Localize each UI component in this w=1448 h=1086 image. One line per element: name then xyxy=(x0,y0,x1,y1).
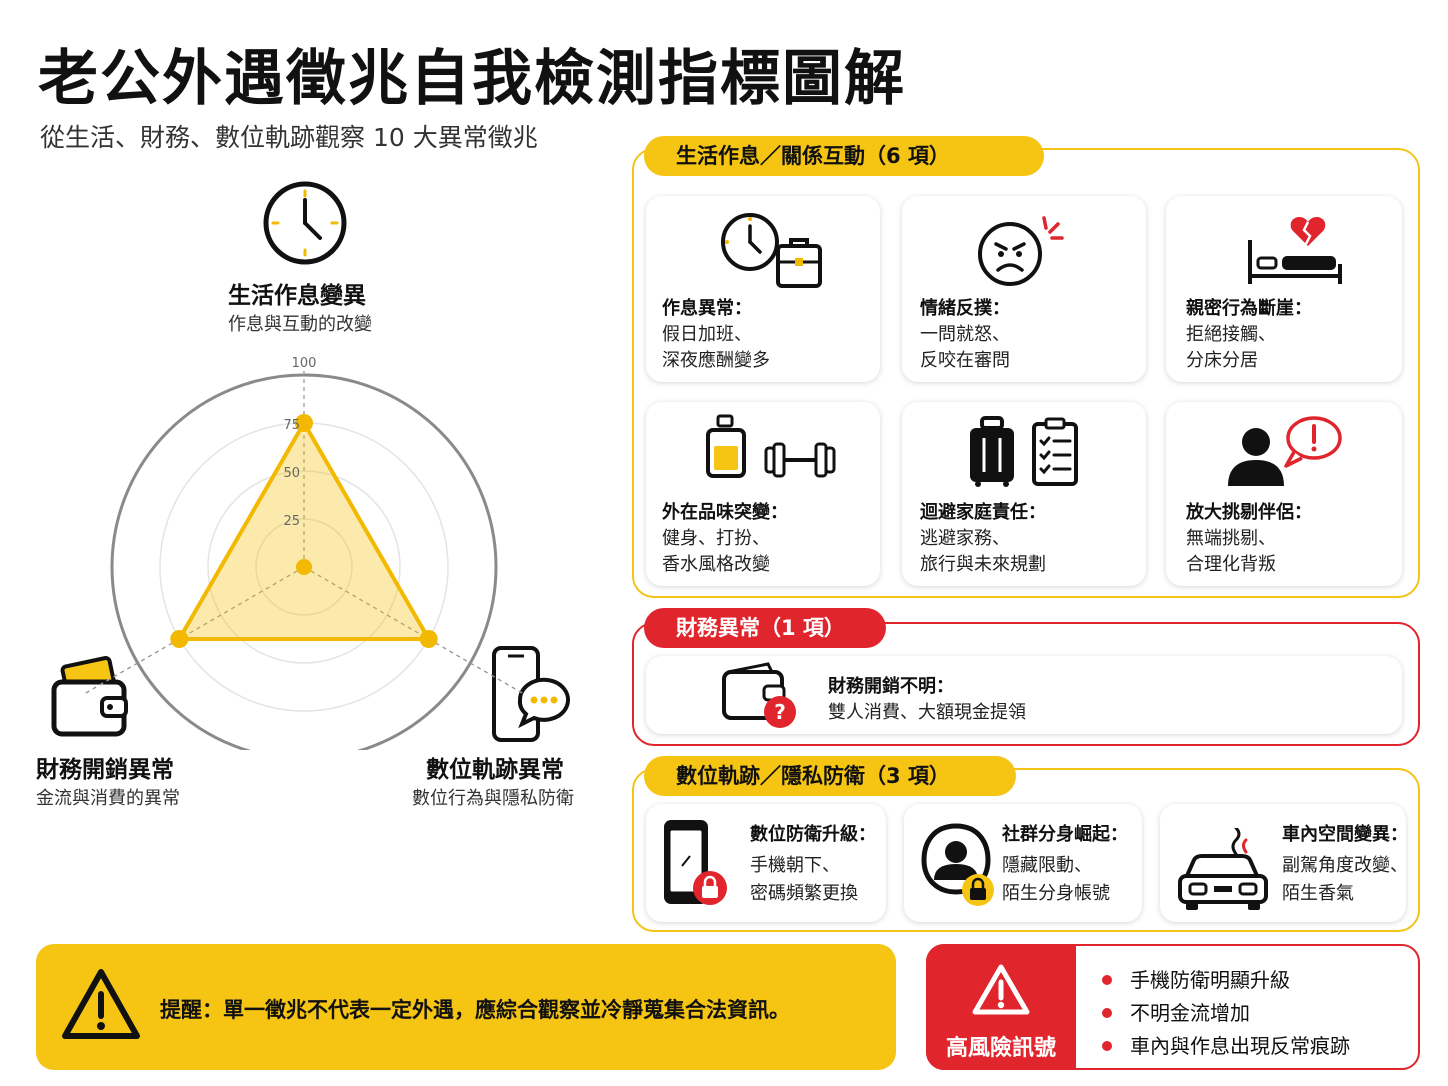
card-title: 情緒反撲： xyxy=(920,298,1010,319)
radar-center xyxy=(296,559,312,575)
card-title: 財務開銷不明： xyxy=(828,676,954,697)
card-title: 親密行為斷崖： xyxy=(1186,298,1312,319)
card-line: 無端挑剔、 xyxy=(1186,528,1276,549)
card-line: 反咬在審問 xyxy=(920,350,1010,371)
bed-broken-heart-icon xyxy=(1248,216,1342,284)
radar-chart: 25 50 75 100 xyxy=(83,356,525,750)
high-risk-item: 車內與作息出現反常痕跡 xyxy=(1102,1030,1350,1059)
radar-tick-label: 25 xyxy=(283,514,300,529)
page-title: 老公外遇徵兆自我檢測指標圖解 xyxy=(38,44,906,114)
panel-digital xyxy=(632,768,1420,932)
section-header-digital: 數位軌跡／隱私防衛（3 項） xyxy=(644,756,1016,796)
card-line: 深夜應酬變多 xyxy=(662,350,770,371)
card-line: 陌生分身帳號 xyxy=(1002,883,1110,904)
card-intimacy xyxy=(1166,196,1402,382)
card-title: 作息異常： xyxy=(662,298,752,319)
warning-white-icon xyxy=(972,964,1030,1015)
high-risk-item-text: 車內與作息出現反常痕跡 xyxy=(1130,1034,1350,1058)
axis-subtitle-life: 作息與互動的改變 xyxy=(228,314,372,335)
bullet-dot xyxy=(1102,974,1112,985)
page-subtitle: 從生活、財務、數位軌跡觀察 10 大異常徵兆 xyxy=(40,123,538,152)
radar-tick-label: 100 xyxy=(292,356,317,371)
car-scent-icon xyxy=(1178,828,1268,910)
card-family xyxy=(902,402,1146,586)
wallet-question-icon: ? xyxy=(722,662,796,728)
clock-briefcase-icon xyxy=(721,213,822,288)
angry-face-icon xyxy=(978,216,1064,286)
axis-title-digital: 數位軌跡異常 xyxy=(426,757,564,783)
radar-axis-line xyxy=(303,566,525,695)
card-title: 車內空間變異： xyxy=(1282,824,1408,845)
reminder-text: 提醒：單一徵兆不代表一定外遇，應綜合觀察並冷靜蒐集合法資訊。 xyxy=(160,998,790,1022)
radar-point xyxy=(170,630,189,648)
radar-axis-line xyxy=(83,566,305,695)
card-line: 副駕角度改變、 xyxy=(1282,855,1408,876)
card-title: 外在品味突變： xyxy=(662,502,788,523)
phone-lock-icon xyxy=(664,820,727,905)
luggage-checklist-icon xyxy=(970,416,1078,487)
card-line: 逃避家務、 xyxy=(920,528,1010,549)
clock-icon xyxy=(263,181,347,265)
wallet-icon xyxy=(51,656,128,737)
perfume-dumbbell-icon xyxy=(706,414,836,478)
card-title: 數位防衛升級： xyxy=(750,824,876,845)
profile-lock-icon xyxy=(921,823,994,906)
radar-tick-label: 75 xyxy=(283,418,300,433)
high-risk-label: 高風險訊號 xyxy=(945,1036,1056,1061)
card-line: 旅行與未來規劃 xyxy=(920,554,1046,575)
high-risk-item: 手機防衛明顯升級 xyxy=(1102,964,1290,993)
high-risk-item: 不明金流增加 xyxy=(1102,997,1250,1026)
radar-point xyxy=(295,414,313,432)
card-title: 迴避家庭責任： xyxy=(920,502,1046,523)
high-risk-item-text: 手機防衛明顯升級 xyxy=(1130,968,1290,992)
radar-area xyxy=(177,421,431,641)
phone-chat-icon xyxy=(492,646,570,742)
card-line: 健身、打扮、 xyxy=(662,528,770,549)
reminder-banner xyxy=(36,944,896,1070)
axis-subtitle-finance: 金流與消費的異常 xyxy=(36,788,180,809)
bullet-dot xyxy=(1102,1040,1112,1051)
card-line: 一問就怒、 xyxy=(920,324,1010,345)
card-line: 香水風格改變 xyxy=(662,554,770,575)
svg-text:?: ? xyxy=(774,700,786,724)
card-criticism xyxy=(1166,402,1402,586)
high-risk-item-text: 不明金流增加 xyxy=(1130,1001,1250,1025)
card-line: 分床分居 xyxy=(1186,350,1258,371)
warning-icon xyxy=(62,969,140,1039)
panel-finance xyxy=(632,622,1420,746)
card-line: 拒絕接觸、 xyxy=(1186,324,1276,345)
person-alert-icon xyxy=(1228,416,1342,486)
axis-title-finance: 財務開銷異常 xyxy=(36,757,174,783)
card-style xyxy=(646,402,880,586)
card-line: 雙人消費、大額現金提領 xyxy=(828,702,1026,723)
card-line: 密碼頻繁更換 xyxy=(750,883,858,904)
card-line: 合理化背叛 xyxy=(1186,554,1276,575)
card-title: 放大挑剔伴侶： xyxy=(1186,502,1312,523)
section-header-life: 生活作息／關係互動（6 項） xyxy=(644,136,1044,176)
card-line: 假日加班、 xyxy=(662,324,752,345)
radar-tick-label: 50 xyxy=(283,466,300,481)
axis-subtitle-digital: 數位行為與隱私防衛 xyxy=(412,788,574,809)
axis-title-life: 生活作息變異 xyxy=(228,283,366,309)
card-line: 隱藏限動、 xyxy=(1002,855,1092,876)
card-line: 陌生香氣 xyxy=(1282,883,1354,904)
radar-point xyxy=(419,630,438,648)
card-line: 手機朝下、 xyxy=(750,855,840,876)
bullet-dot xyxy=(1102,1007,1112,1018)
section-header-finance: 財務異常（1 項） xyxy=(644,608,886,648)
card-title: 社群分身崛起： xyxy=(1002,824,1128,845)
